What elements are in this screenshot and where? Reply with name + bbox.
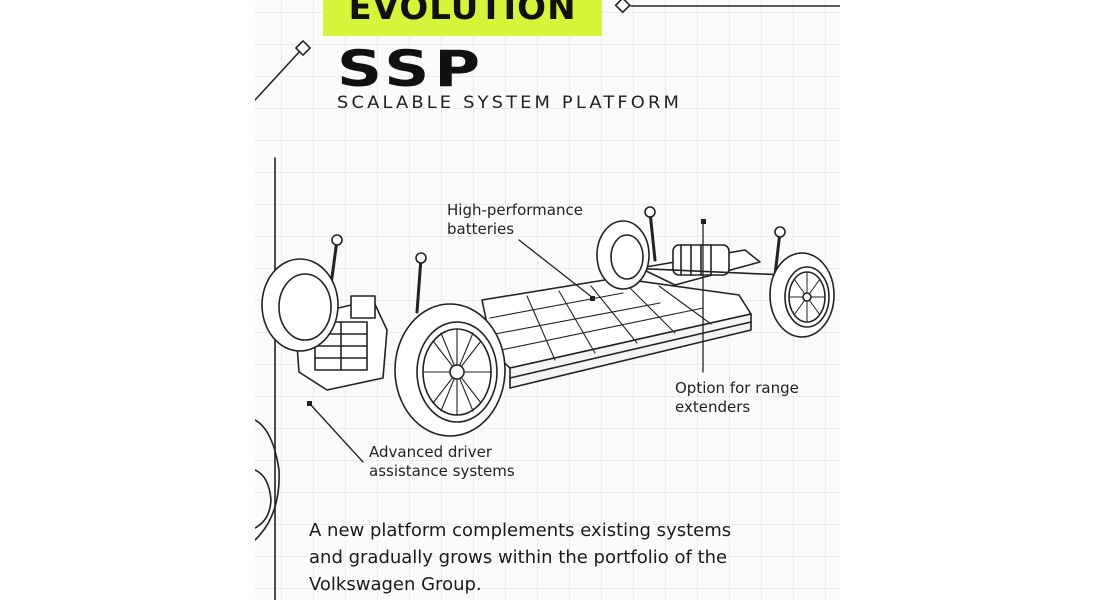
callout-range-extenders: Option for range extenders [675,379,799,416]
chassis-illustration [255,0,840,600]
car-silhouette [255,419,280,541]
evolution-tag: EVOLUTION [323,0,602,36]
infographic-panel: EVOLUTION SSP SCALABLE SYSTEM PLATFORM [255,0,840,600]
callout-adas: Advanced driver assistance systems [369,443,515,480]
page-subtitle: SCALABLE SYSTEM PLATFORM [337,93,683,113]
wheel [261,258,339,352]
corner-rule [255,49,302,101]
diamond-icon [614,0,631,14]
battery-tray-side [509,313,752,389]
callout-batteries: High-performance batteries [447,201,583,238]
diamond-icon [295,40,311,56]
page-title: SSP [337,40,486,98]
caption-text: A new platform complements existing syst… [309,520,732,595]
